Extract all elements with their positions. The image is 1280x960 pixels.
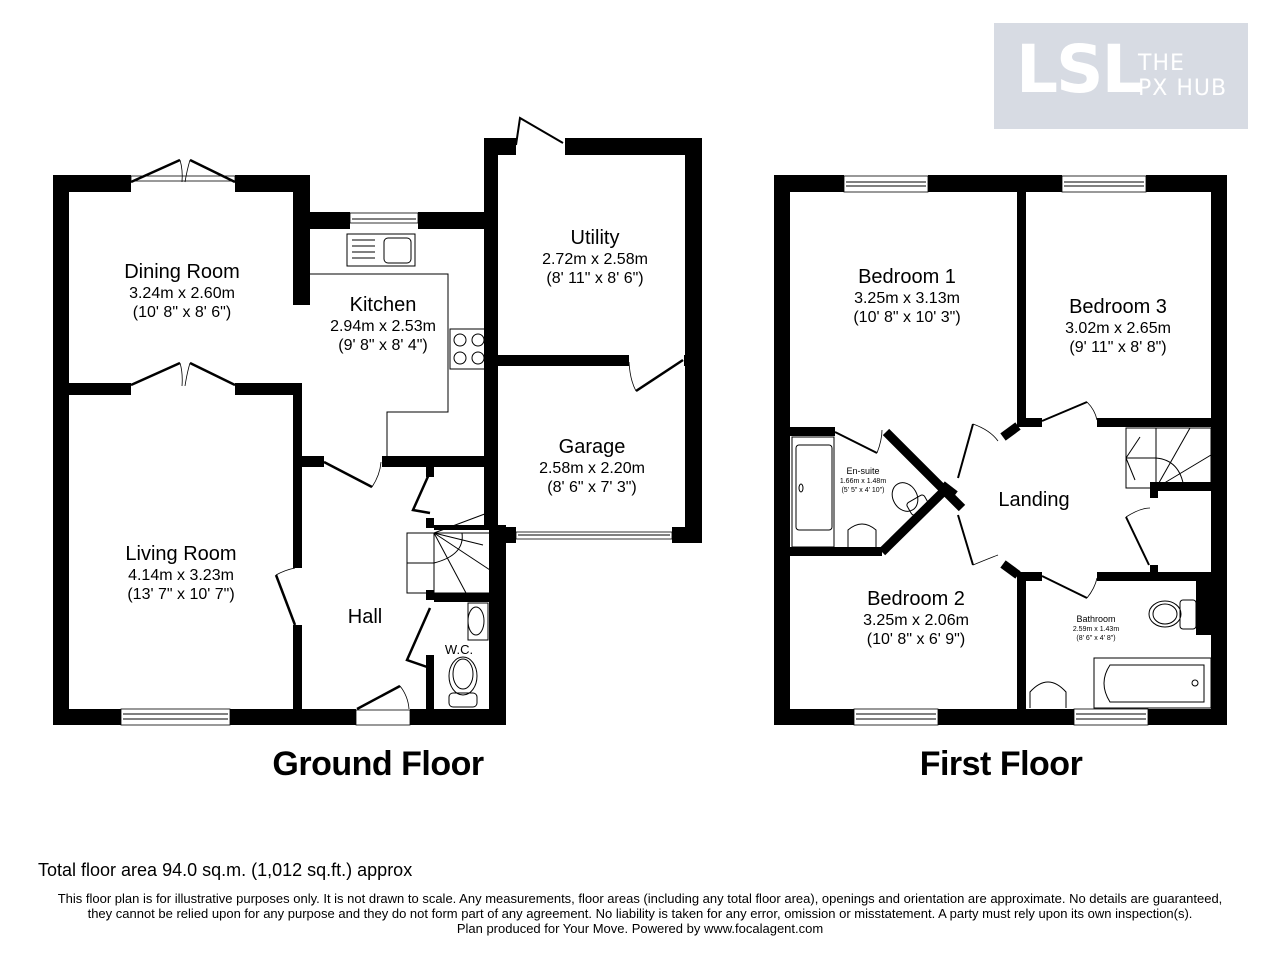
logo-line-1: THE	[1138, 51, 1185, 76]
room-name: Bathroom	[1076, 614, 1116, 624]
room-imperial: (10' 8" x 6' 9")	[866, 631, 966, 648]
disclaimer: This floor plan is for illustrative purp…	[0, 891, 1280, 936]
room-name: W.C.	[444, 642, 474, 657]
room-en-suite: En-suite 1.66m x 1.48m (5' 5" x 4' 10")	[840, 466, 886, 495]
room-bedroom-3: Bedroom 3 3.02m x 2.65m (9' 11" x 8' 8")	[1065, 295, 1171, 357]
room-metric: 3.25m x 2.06m	[863, 612, 969, 629]
room-metric: 2.72m x 2.58m	[542, 251, 648, 268]
room-name: Garage	[558, 436, 626, 458]
room-imperial: (8' 6" x 7' 3")	[547, 479, 637, 496]
room-name: Landing	[998, 489, 1070, 511]
first-floor-diagonals	[878, 422, 1021, 579]
room-name: En-suite	[846, 466, 880, 476]
lsl-px-hub-logo: LSL THE PX HUB	[994, 23, 1248, 129]
room-wc: W.C.	[445, 638, 473, 662]
room-bathroom: Bathroom 2.59m x 1.43m (8' 6" x 4' 8")	[1073, 614, 1119, 643]
room-metric: 3.02m x 2.65m	[1065, 320, 1171, 337]
total-floor-area: Total floor area 94.0 sq.m. (1,012 sq.ft…	[38, 860, 413, 880]
disclaimer-line-2: they cannot be relied upon for any purpo…	[87, 906, 1193, 921]
room-dining-room: Dining Room 3.24m x 2.60m (10' 8" x 8' 6…	[124, 260, 240, 322]
disclaimer-line-3: Plan produced for Your Move. Powered by …	[456, 921, 824, 936]
room-name: Bedroom 2	[867, 588, 965, 610]
room-imperial: (9' 11" x 8' 8")	[1069, 339, 1167, 356]
ground-floor-walls	[53, 138, 702, 725]
room-living-room: Living Room 4.14m x 3.23m (13' 7" x 10' …	[125, 542, 236, 604]
logo-mark: LSL	[1016, 31, 1144, 108]
first-floor-fixtures	[791, 175, 1212, 726]
logo-line-2: PX HUB	[1138, 76, 1228, 101]
room-metric: 3.25m x 3.13m	[854, 290, 960, 307]
room-metric: 4.14m x 3.23m	[128, 567, 234, 584]
room-name: Dining Room	[124, 261, 240, 283]
room-name: Bedroom 1	[858, 266, 956, 288]
room-hall: Hall	[348, 605, 382, 629]
room-name: Living Room	[125, 543, 237, 565]
room-metric: 3.24m x 2.60m	[129, 285, 235, 302]
room-imperial: (13' 7" x 10' 7")	[127, 586, 235, 603]
room-metric: 2.59m x 1.43m	[1072, 626, 1120, 633]
room-metric: 2.58m x 2.20m	[539, 460, 645, 477]
room-imperial: (9' 8" x 8' 4")	[338, 337, 428, 354]
room-landing: Landing	[998, 488, 1069, 512]
room-garage: Garage 2.58m x 2.20m (8' 6" x 7' 3")	[539, 435, 645, 497]
room-bedroom-1: Bedroom 1 3.25m x 3.13m (10' 8" x 10' 3"…	[853, 265, 960, 327]
room-kitchen: Kitchen 2.94m x 2.53m (9' 8" x 8' 4")	[330, 293, 436, 355]
ground-floor-title: Ground Floor	[272, 745, 484, 783]
room-imperial: (8' 11" x 8' 6")	[546, 270, 644, 287]
first-floor-walls	[774, 175, 1227, 725]
room-name: Utility	[570, 227, 620, 249]
ground-floor-fixtures	[120, 116, 684, 726]
first-floor-title: First Floor	[919, 745, 1083, 783]
room-imperial: (5' 5" x 4' 10")	[841, 487, 885, 494]
disclaimer-line-1: This floor plan is for illustrative purp…	[57, 891, 1223, 906]
room-bedroom-2: Bedroom 2 3.25m x 2.06m (10' 8" x 6' 9")	[863, 587, 969, 649]
room-metric: 2.94m x 2.53m	[330, 318, 436, 335]
room-imperial: (10' 8" x 10' 3")	[853, 309, 961, 326]
room-name: Bedroom 3	[1069, 296, 1167, 318]
room-name: Kitchen	[349, 294, 417, 316]
room-metric: 1.66m x 1.48m	[839, 478, 887, 485]
room-imperial: (8' 6" x 4' 8")	[1076, 635, 1116, 642]
room-utility: Utility 2.72m x 2.58m (8' 11" x 8' 6")	[542, 226, 648, 288]
room-imperial: (10' 8" x 8' 6")	[132, 304, 232, 321]
room-name: Hall	[347, 606, 383, 628]
